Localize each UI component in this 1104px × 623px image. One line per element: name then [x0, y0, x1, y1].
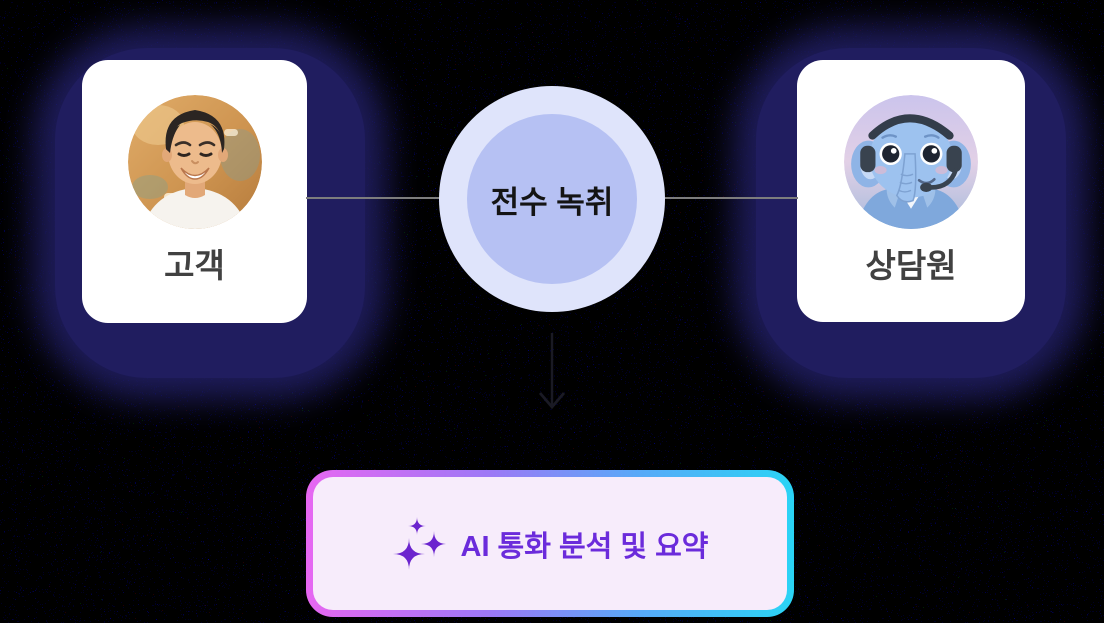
customer-label: 고객 [164, 247, 225, 284]
ai-summary-label: AI 통화 분석 및 요약 [460, 530, 709, 563]
agent-label: 상담원 [865, 247, 957, 284]
ai-summary-box: AI 통화 분석 및 요약 [306, 470, 794, 617]
ai-summary-box-inner: AI 통화 분석 및 요약 [313, 477, 787, 610]
agent-card: 상담원 [797, 60, 1025, 322]
customer-avatar [127, 95, 262, 229]
recording-node: 전수 녹취 [439, 86, 665, 312]
connector-line-right [665, 197, 798, 199]
agent-avatar [844, 95, 978, 229]
recording-node-label: 전수 녹취 [467, 114, 637, 284]
arrow-down-icon [538, 333, 566, 410]
customer-card: 고객 [82, 60, 307, 323]
connector-line-left [306, 197, 441, 199]
sparkles-icon [392, 516, 446, 570]
